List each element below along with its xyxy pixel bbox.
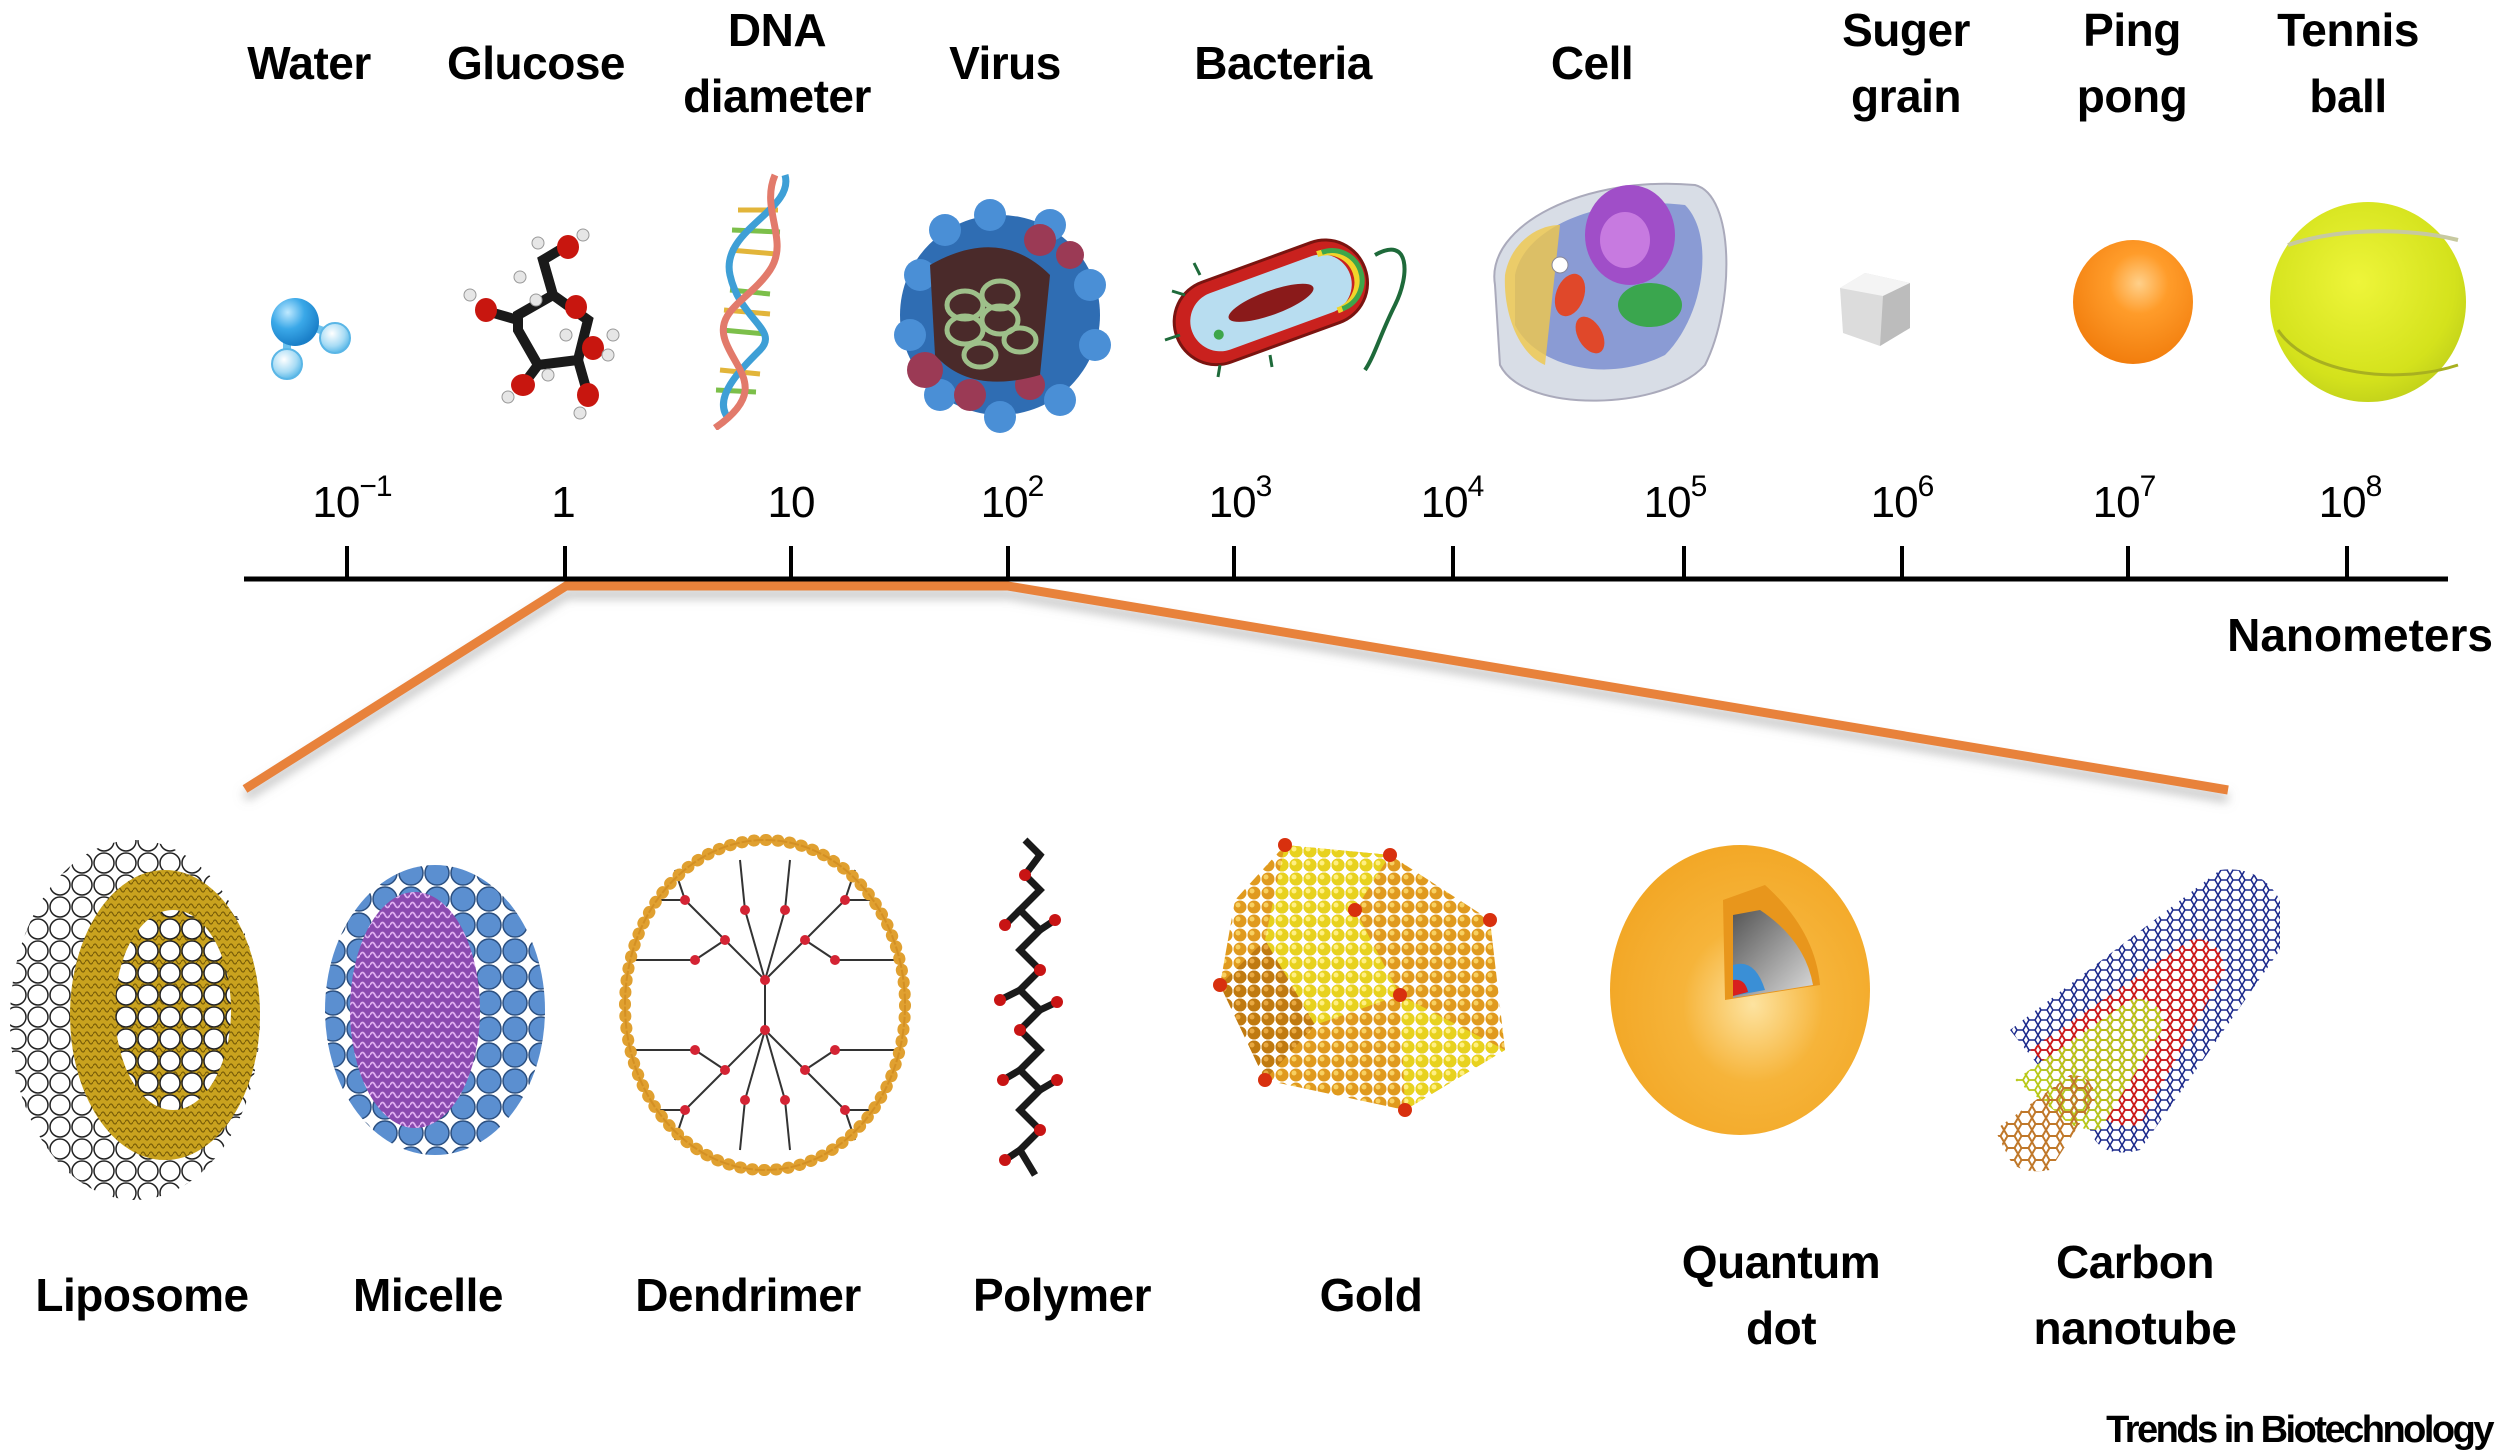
- label-water: Water: [247, 37, 371, 89]
- tick-label-1e4: 104: [1420, 470, 1485, 528]
- polymer-chain-icon: [994, 837, 1063, 1177]
- dendrimer-icon: [619, 834, 911, 1176]
- glucose-molecule-icon: [463, 228, 620, 420]
- label-sugar-grain: Suger grain: [1842, 4, 1970, 122]
- cell-icon: [1493, 182, 1728, 402]
- ping-pong-ball-icon: [2073, 240, 2193, 364]
- label-tennis-ball: Tennis ball: [2277, 4, 2419, 122]
- label-glucose: Glucose: [446, 37, 626, 89]
- axis-unit-label: Nanometers: [2227, 609, 2493, 661]
- label-ping-pong: Ping pong: [2076, 4, 2188, 122]
- label-bacteria: Bacteria: [1194, 37, 1372, 89]
- tick-label-1e6: 106: [1870, 470, 1935, 528]
- micelle-icon: [325, 865, 545, 1155]
- virus-icon: [894, 199, 1111, 433]
- tick-label-1e2: 102: [980, 470, 1045, 528]
- sugar-cube-icon: [1840, 273, 1910, 346]
- label-gold: Gold: [1319, 1269, 1423, 1321]
- tick-label-1e-1: 10−1: [312, 470, 392, 528]
- bacteria-icon: [1164, 238, 1407, 378]
- water-molecule-icon: [271, 298, 351, 380]
- tick-label-1e3: 103: [1208, 470, 1273, 528]
- label-virus: Virus: [949, 37, 1061, 89]
- label-dna-diameter: DNA diameter: [683, 4, 871, 122]
- tick-label-1e8: 108: [2318, 470, 2383, 528]
- label-polymer: Polymer: [972, 1269, 1152, 1321]
- label-quantum-dot: Quantum dot: [1681, 1236, 1881, 1354]
- carbon-nanotube-icon: [1995, 869, 2280, 1172]
- label-micelle: Micelle: [353, 1269, 503, 1321]
- dna-helix-icon: [713, 173, 790, 430]
- label-carbon-nanotube: Carbon nanotube: [2033, 1236, 2237, 1354]
- liposome-icon: [10, 840, 260, 1200]
- tick-label-1e7: 107: [2092, 470, 2157, 528]
- tick-label-1e5: 105: [1643, 470, 1708, 528]
- zoom-lines: [242, 581, 2229, 795]
- journal-credit: Trends in Biotechnology: [2106, 1409, 2494, 1451]
- tick-label-10: 10: [767, 478, 816, 527]
- label-liposome: Liposome: [35, 1269, 249, 1321]
- gold-nanoparticle-icon: [1213, 838, 1505, 1117]
- label-dendrimer: Dendrimer: [635, 1269, 861, 1321]
- tick-label-1: 1: [551, 478, 576, 527]
- tennis-ball-icon: [2270, 202, 2466, 402]
- quantum-dot-icon: [1610, 845, 1870, 1135]
- label-cell: Cell: [1550, 37, 1634, 89]
